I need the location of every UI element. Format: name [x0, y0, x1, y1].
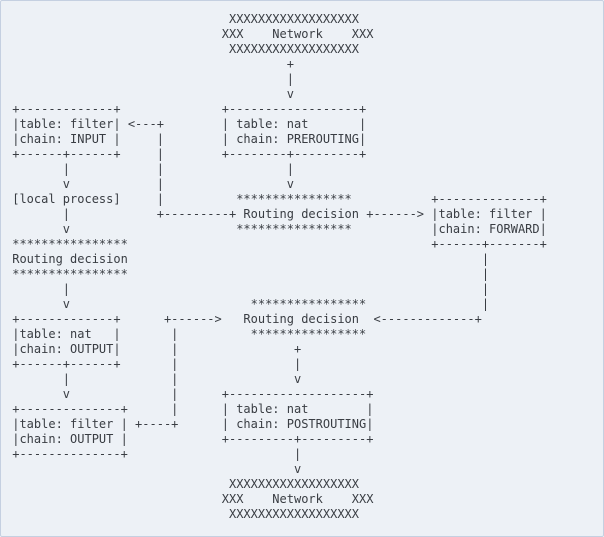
iptables-packet-flow-ascii-diagram: XXXXXXXXXXXXXXXXXX XXX Network XXX XXXXX… [12, 12, 547, 521]
